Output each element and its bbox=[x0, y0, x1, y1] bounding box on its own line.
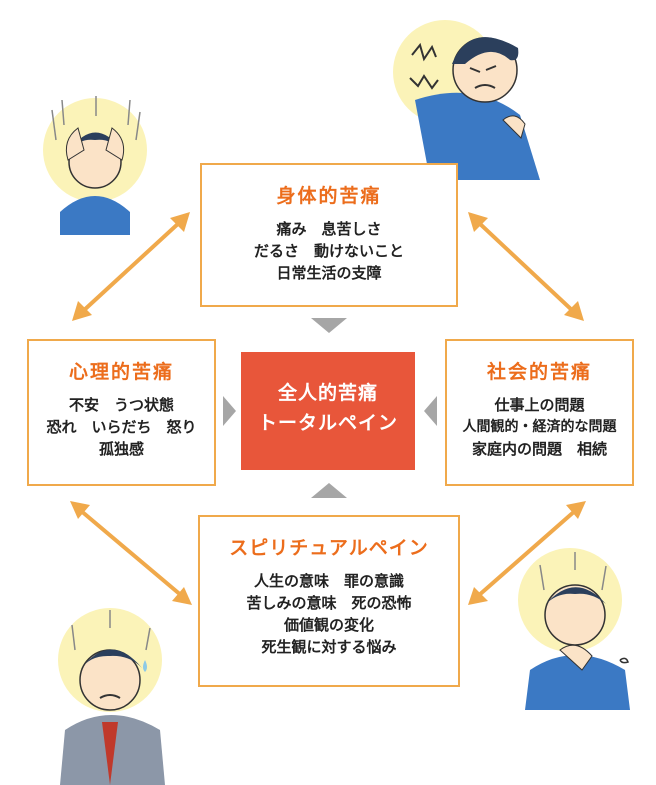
person-headache-illustration bbox=[43, 96, 147, 235]
social-pain-item: 家庭内の問題 相続 bbox=[471, 440, 607, 458]
spiritual-pain-box: スピリチュアルペイン 人生の意味 罪の意識 苦しみの意味 死の恐怖 価値観の変化… bbox=[198, 515, 460, 687]
person-chest-pain-illustration bbox=[393, 20, 540, 180]
total-pain-subtitle: トータルペイン bbox=[257, 412, 398, 434]
spiritual-pain-title: スピリチュアルペイン bbox=[229, 537, 429, 559]
physical-pain-box: 身体的苦痛 痛み 息苦しさ だるさ 動けないこと 日常生活の支障 bbox=[200, 163, 458, 307]
physical-pain-item: 痛み 息苦しさ bbox=[276, 220, 382, 238]
arrow-physical-social bbox=[468, 212, 584, 321]
pointer-from-bottom bbox=[311, 483, 347, 498]
social-pain-item: 人間観的・経済的な問題 bbox=[462, 419, 617, 435]
psychological-pain-item: 不安 うつ状態 bbox=[68, 396, 174, 414]
arrow-psych-spirit bbox=[70, 501, 192, 605]
spiritual-pain-item: 死生観に対する悩み bbox=[261, 638, 397, 656]
psychological-pain-title: 心理的苦痛 bbox=[68, 361, 174, 383]
physical-pain-item: だるさ 動けないこと bbox=[253, 242, 404, 260]
total-pain-title: 全人的苦痛 bbox=[277, 382, 378, 404]
psychological-pain-item: 孤独感 bbox=[98, 440, 144, 458]
social-pain-title: 社会的苦痛 bbox=[486, 361, 592, 383]
arrow-physical-psych bbox=[72, 212, 190, 321]
pointer-from-left bbox=[223, 396, 236, 426]
total-pain-center-box: 全人的苦痛 トータルペイン bbox=[241, 352, 415, 470]
person-worried-illustration bbox=[518, 548, 630, 710]
social-pain-item: 仕事上の問題 bbox=[494, 396, 585, 414]
pointer-from-right bbox=[424, 396, 437, 426]
physical-pain-item: 日常生活の支障 bbox=[276, 264, 382, 282]
spiritual-pain-item: 苦しみの意味 死の恐怖 bbox=[246, 594, 412, 612]
spiritual-pain-item: 価値観の変化 bbox=[283, 616, 374, 634]
social-pain-box: 社会的苦痛 仕事上の問題 人間観的・経済的な問題 家庭内の問題 相続 bbox=[445, 339, 634, 486]
spiritual-pain-item: 人生の意味 罪の意識 bbox=[253, 572, 404, 590]
physical-pain-title: 身体的苦痛 bbox=[276, 185, 382, 207]
pointer-from-top bbox=[311, 318, 347, 333]
psychological-pain-item: 恐れ いらだち 怒り bbox=[46, 418, 197, 436]
psychological-pain-box: 心理的苦痛 不安 うつ状態 恐れ いらだち 怒り 孤独感 bbox=[27, 339, 216, 486]
person-anxious-illustration bbox=[58, 608, 165, 785]
arrow-social-spirit bbox=[468, 501, 586, 605]
